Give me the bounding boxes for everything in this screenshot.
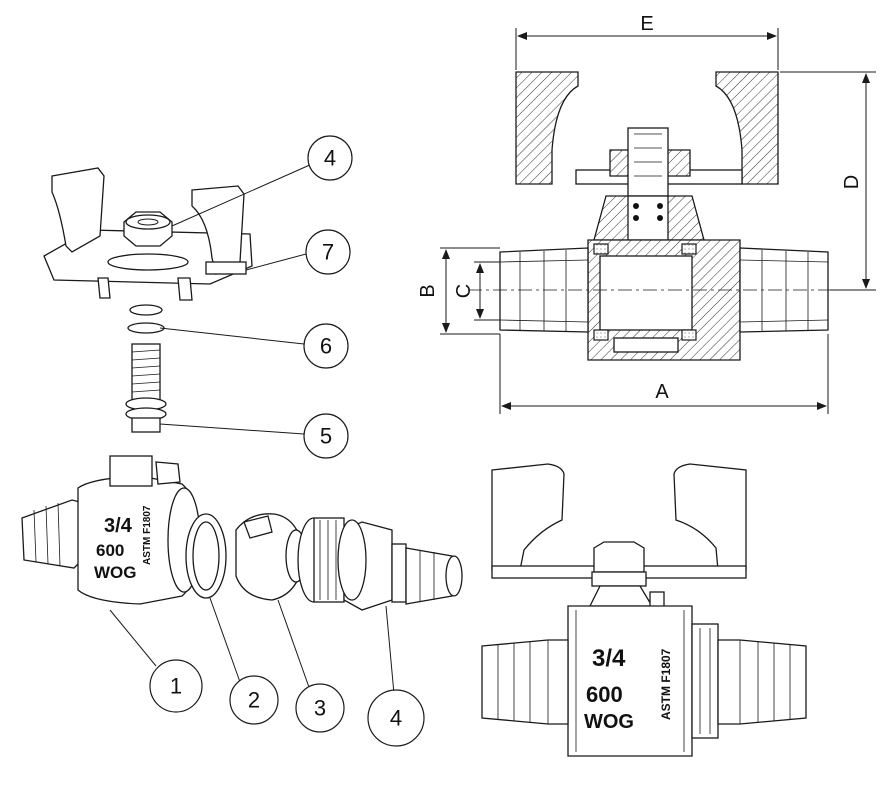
o-ring-lower xyxy=(127,322,165,334)
dimension-e-label: E xyxy=(640,13,653,35)
exploded-view: 3/4 600 WOG ASTM F1807 xyxy=(21,135,463,747)
handle-wing-right xyxy=(673,463,747,571)
assembled-mark-standard: ASTM F1807 xyxy=(659,648,673,720)
handle-wing-left xyxy=(491,463,565,571)
valve-body-exploded: 3/4 600 WOG ASTM F1807 xyxy=(21,455,201,605)
assembled-pex-right xyxy=(717,639,807,725)
body-mark-standard: ASTM F1807 xyxy=(142,505,153,565)
assembled-mark-rating: WOG xyxy=(584,711,634,733)
svg-text:4: 4 xyxy=(390,706,402,731)
svg-text:2: 2 xyxy=(248,688,260,713)
callout-1 xyxy=(149,659,203,713)
body-mark-pressure: 600 xyxy=(96,541,124,560)
seat-right-top xyxy=(681,243,697,255)
svg-text:3: 3 xyxy=(314,696,326,721)
callout-2 xyxy=(229,675,279,725)
handle-section-right xyxy=(715,71,779,185)
o-ring-dot xyxy=(633,203,639,209)
callout-5 xyxy=(303,413,349,459)
callout-3 xyxy=(295,683,345,733)
assembled-view: 3/4 600 WOG ASTM F1807 xyxy=(481,463,807,757)
ball-exploded xyxy=(235,513,307,601)
callout-4-bottom xyxy=(367,689,425,747)
assembled-body xyxy=(567,605,693,757)
handle-nut xyxy=(593,541,645,573)
stem-nut-exploded xyxy=(123,211,173,247)
callout-7 xyxy=(305,229,351,275)
ball-bore xyxy=(599,255,693,331)
seat-ring-exploded xyxy=(185,513,227,599)
callout-6 xyxy=(303,323,349,369)
assembled-pex-left xyxy=(481,639,569,725)
assembled-mark-size: 3/4 xyxy=(592,645,626,672)
assembled-mark-pressure: 600 xyxy=(586,682,623,707)
handle-exploded xyxy=(43,167,253,301)
handle-section-left xyxy=(515,71,579,185)
svg-text:5: 5 xyxy=(320,424,332,449)
seat-left-bottom xyxy=(593,329,609,341)
body-mark-rating: WOG xyxy=(94,563,137,582)
union-end-exploded xyxy=(297,517,463,611)
stem-exploded xyxy=(125,343,167,433)
svg-text:1: 1 xyxy=(170,674,182,699)
section-view: E D B C A xyxy=(417,13,876,414)
seat-right-bottom xyxy=(681,329,697,341)
callout-4-top xyxy=(307,135,353,181)
dimension-c-label: C xyxy=(453,284,475,298)
svg-text:4: 4 xyxy=(324,146,336,171)
body-mark-size: 3/4 xyxy=(104,515,133,537)
dimension-b-label: B xyxy=(417,284,439,297)
seat-left-top xyxy=(593,243,609,255)
assembled-union-nut xyxy=(691,623,719,739)
o-ring-upper xyxy=(129,304,163,316)
svg-text:6: 6 xyxy=(320,334,332,359)
svg-text:7: 7 xyxy=(322,240,334,265)
dimension-a-label: A xyxy=(655,381,669,403)
dimension-d-label: D xyxy=(841,175,863,189)
